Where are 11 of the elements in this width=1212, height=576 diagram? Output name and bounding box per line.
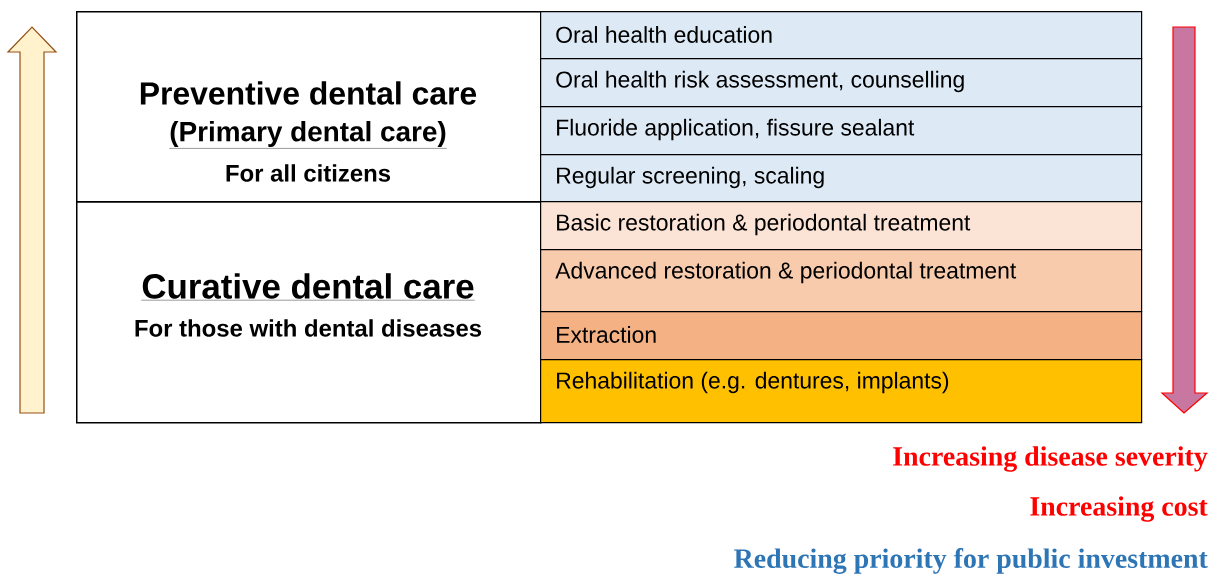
note-text: Reducing priority for public investment [734,548,1208,574]
table-row: Advanced restoration & periodontal treatment [540,249,1143,313]
note-text: Increasing disease severity [893,446,1208,472]
note-text: Increasing cost [1030,496,1208,522]
table-row: Fluoride application, fissure sealant [540,106,1143,156]
table-row: Oral health risk assessment, counselling [540,58,1143,108]
table-row: Basic restoration & periodontal treatment [540,201,1143,251]
table-row: Rehabilitation (e.g. dentures, implants) [540,359,1143,424]
table-row: Extraction [540,311,1143,361]
table-row: Oral health education [540,11,1143,60]
table-row: Regular screening, scaling [540,154,1143,203]
